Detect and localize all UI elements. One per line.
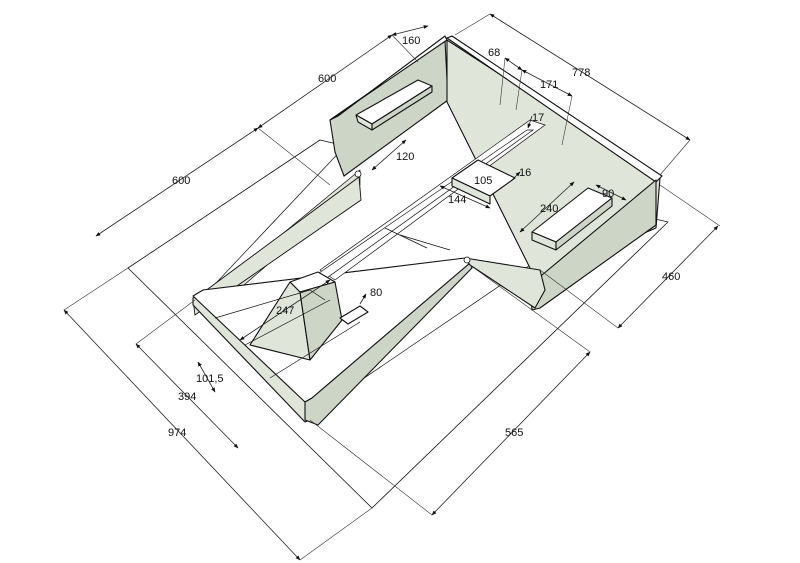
dim-80: 80 xyxy=(370,287,382,299)
dim-90: 90 xyxy=(602,188,614,200)
dim-68: 68 xyxy=(488,47,500,59)
dim-120: 120 xyxy=(396,151,414,163)
dim-16: 16 xyxy=(519,167,531,179)
dim-247: 247 xyxy=(276,305,294,317)
dim-600-top: 600 xyxy=(318,73,336,85)
dim-240: 240 xyxy=(540,203,558,215)
dim-144: 144 xyxy=(448,194,466,206)
dim-974: 974 xyxy=(168,427,186,439)
dim-778: 778 xyxy=(572,67,590,79)
dim-600-left: 600 xyxy=(172,175,190,187)
dim-171: 171 xyxy=(540,79,558,91)
dim-160: 160 xyxy=(402,35,420,47)
dim-394: 394 xyxy=(178,391,196,403)
dim-101-5: 101,5 xyxy=(196,373,224,385)
dim-105: 105 xyxy=(474,175,492,187)
dim-460: 460 xyxy=(662,271,680,283)
tab-80 xyxy=(339,305,369,325)
dimension-annotations: 600 600 160 778 68 171 17 120 105 16 144 xyxy=(63,13,721,561)
dim-17: 17 xyxy=(532,112,544,124)
diagonal-divider xyxy=(464,257,546,309)
dim-565: 565 xyxy=(505,427,523,439)
